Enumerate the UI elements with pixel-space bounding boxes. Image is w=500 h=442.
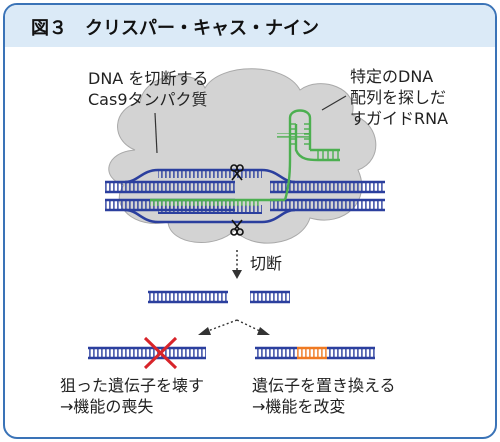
guide-rna-label-line1: 特定のDNA (350, 67, 434, 86)
branch-arrow-left (204, 319, 238, 333)
replaced-dna (255, 346, 375, 360)
figure-title-text: クリスパー・キャス・ナイン (85, 18, 319, 39)
gene-replacement-line2: →機能を改変 (252, 397, 346, 416)
cut-dna-right (250, 290, 290, 304)
scissors-icon (230, 219, 244, 236)
gene-knockout-label: 狙った遺伝子を壊す →機能の喪失 (60, 375, 204, 417)
gene-knockout-line1: 狙った遺伝子を壊す (60, 376, 205, 395)
disrupted-dna (88, 346, 206, 360)
cut-dna-left (148, 290, 228, 304)
cas9-label-line2: Cas9タンパク質 (88, 90, 208, 109)
branch-arrow-right (236, 319, 263, 333)
branch-arrow-right-head (257, 327, 270, 335)
cas9-label: DNA を切断する Cas9タンパク質 (88, 68, 208, 110)
branch-arrow-left-head (198, 327, 211, 335)
cross-mark-icon (143, 336, 178, 370)
guide-rna-label: 特定のDNA 配列を探しだ すガイドRNA (350, 66, 448, 129)
cas9-label-line1: DNA を切断する (88, 69, 209, 88)
guide-rna-label-line2: 配列を探しだ (350, 88, 447, 107)
cas9-pointer-line (154, 112, 158, 154)
gene-replacement-line1: 遺伝子を置き換える (252, 376, 396, 395)
gene-knockout-line2: →機能の喪失 (60, 397, 154, 416)
guide-rna (150, 109, 340, 206)
gene-replacement-label: 遺伝子を置き換える →機能を改変 (252, 375, 396, 417)
cut-arrow-head (232, 270, 242, 279)
scissors-icon (230, 164, 244, 181)
figure-number: 図３ (31, 18, 67, 39)
guide-rna-label-line3: すガイドRNA (350, 109, 449, 128)
guide-pointer-line (321, 95, 347, 111)
target-dna (105, 168, 385, 224)
title-bar: 図３ クリスパー・キャス・ナイン (5, 5, 495, 47)
cut-label: 切断 (250, 254, 283, 273)
figure-title: 図３ クリスパー・キャス・ナイン (31, 14, 319, 40)
